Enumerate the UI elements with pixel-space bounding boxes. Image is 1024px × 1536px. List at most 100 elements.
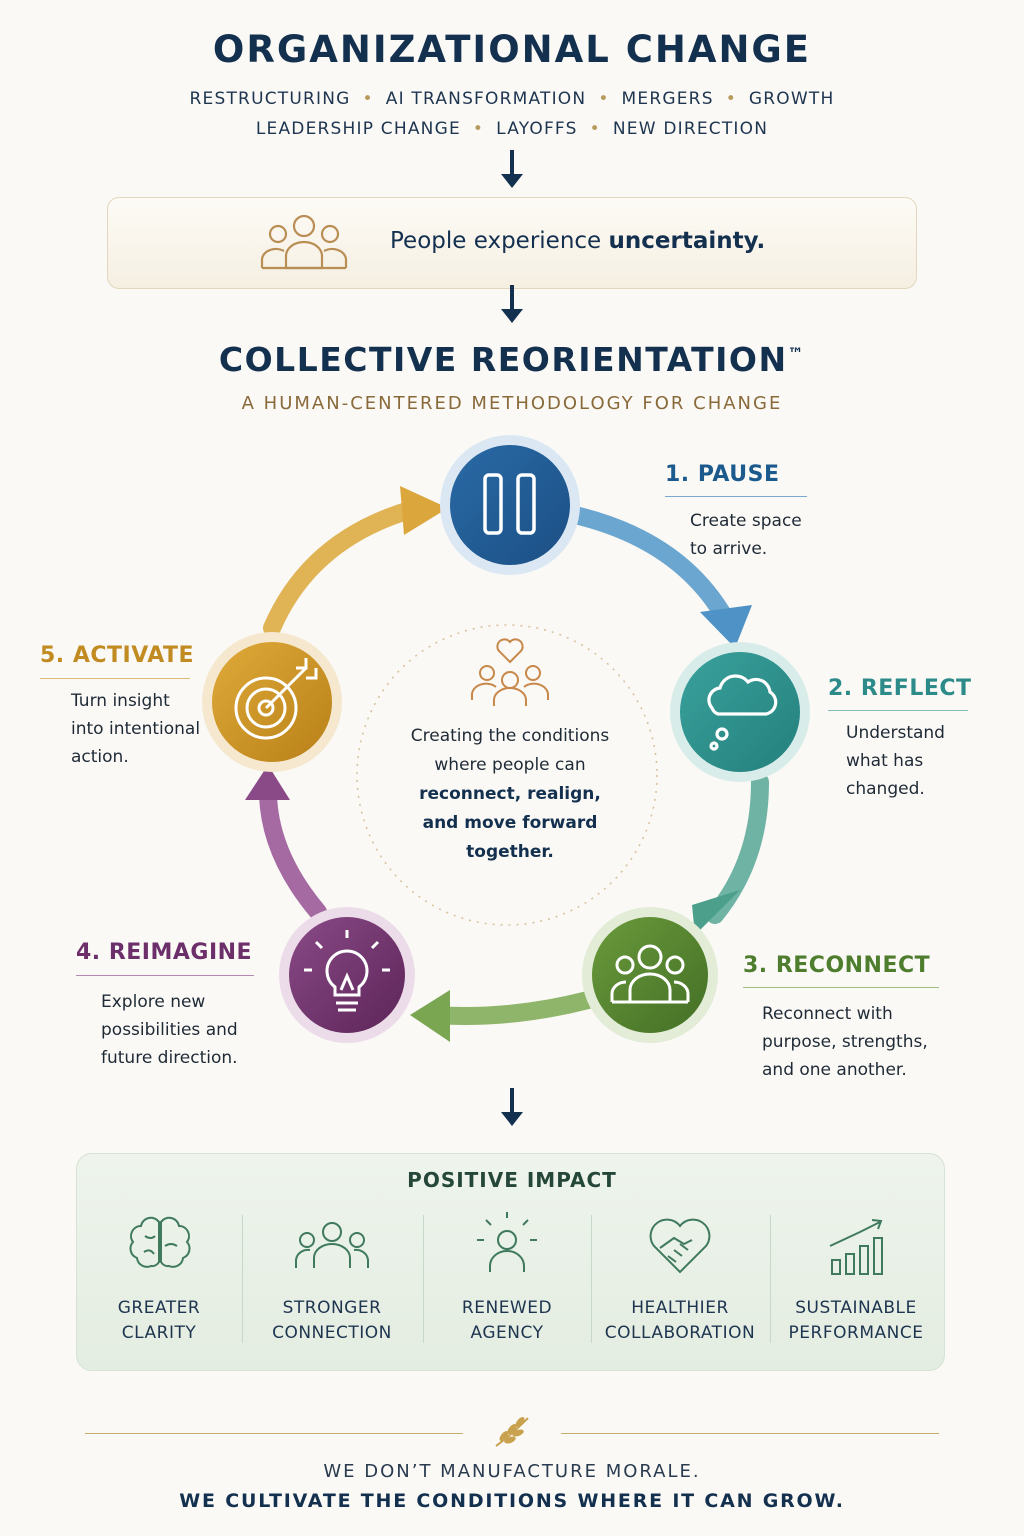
brain-icon xyxy=(129,1216,191,1268)
desc-line: Understand xyxy=(846,723,945,743)
desc-line: future direction. xyxy=(101,1048,238,1068)
divider xyxy=(743,987,939,988)
divider xyxy=(591,1215,592,1343)
impact-line: GREATER xyxy=(117,1298,201,1318)
divider xyxy=(40,678,190,679)
driver-label: RESTRUCTURING xyxy=(189,89,351,109)
pause-node xyxy=(450,445,570,565)
growth-chart-icon xyxy=(829,1219,883,1275)
step-reflect-title: 2. REFLECT xyxy=(828,676,972,701)
desc-line: to arrive. xyxy=(690,539,768,559)
desc-line: Turn insight xyxy=(71,691,170,711)
impact-line: STRONGER xyxy=(282,1298,382,1318)
uncertainty-statement: People experience uncertainty. xyxy=(390,228,765,254)
reflect-node xyxy=(680,652,800,772)
impact-line: PERFORMANCE xyxy=(788,1323,924,1343)
down-arrow-icon xyxy=(501,150,523,188)
step-reimagine-title: 4. REIMAGINE xyxy=(76,940,253,965)
step-reconnect-desc: Reconnect with purpose, strengths, and one… xyxy=(762,1000,928,1084)
desc-line: Create space xyxy=(690,511,802,531)
divider xyxy=(423,1215,424,1343)
group-icon xyxy=(295,1222,369,1268)
laurel-sprig-icon xyxy=(495,1417,529,1447)
impact-line: CLARITY xyxy=(121,1323,197,1343)
divider xyxy=(561,1433,939,1434)
driver-label: AI TRANSFORMATION xyxy=(385,89,587,109)
impact-line: CONNECTION xyxy=(272,1323,392,1343)
impact-performance: SUSTAINABLE PERFORMANCE xyxy=(771,1296,941,1346)
target-arrow-icon xyxy=(234,658,318,740)
arrowhead xyxy=(410,990,450,1042)
center-text-plain: Creating the conditions where people can xyxy=(410,726,610,775)
divider xyxy=(828,710,968,711)
step-reconnect-title: 3. RECONNECT xyxy=(743,953,931,978)
step-reimagine-desc: Explore new possibilities and future direc… xyxy=(101,988,238,1072)
lightbulb-icon xyxy=(304,930,390,1012)
arrow-reimagine-to-activate xyxy=(259,786,327,921)
impact-clarity: GREATER CLARITY xyxy=(74,1296,244,1346)
desc-line: what has xyxy=(846,751,924,771)
step-pause-title: 1. PAUSE xyxy=(665,462,780,487)
impact-line: RENEWED xyxy=(461,1298,553,1318)
down-arrow-icon xyxy=(501,1088,523,1126)
driver-label: GROWTH xyxy=(748,89,835,109)
impact-title: POSITIVE IMPACT xyxy=(407,1168,617,1192)
driver-label: LEADERSHIP CHANGE xyxy=(255,119,461,139)
trademark-symbol: ™ xyxy=(787,344,806,363)
people-group-icon xyxy=(260,214,348,270)
impact-panel xyxy=(76,1153,945,1371)
desc-line: possibilities and xyxy=(101,1020,238,1040)
arrow-activate-to-pause xyxy=(263,501,419,637)
arrowhead xyxy=(400,486,448,535)
impact-icons xyxy=(129,1212,883,1275)
desc-line: action. xyxy=(71,747,129,767)
uncertainty-prefix: People experience xyxy=(390,228,609,254)
impact-line: AGENCY xyxy=(470,1323,544,1343)
thought-bubble-icon xyxy=(707,674,778,751)
divider xyxy=(665,496,807,497)
desc-line: into intentional xyxy=(71,719,201,739)
change-drivers-line1: RESTRUCTURING•AI TRANSFORMATION•MERGERS•… xyxy=(189,89,835,109)
method-title-text: COLLECTIVE REORIENTATION xyxy=(218,340,788,379)
person-sun-icon xyxy=(477,1212,537,1272)
down-arrow-icon xyxy=(501,285,523,323)
arrowhead xyxy=(692,890,740,935)
uncertainty-emphasis: uncertainty. xyxy=(608,228,766,254)
change-drivers-line2: LEADERSHIP CHANGE•LAYOFFS•NEW DIRECTION xyxy=(255,119,769,139)
divider xyxy=(85,1433,463,1434)
driver-label: MERGERS xyxy=(621,89,714,109)
arrow-pause-to-reflect xyxy=(566,506,734,627)
driver-label: NEW DIRECTION xyxy=(612,119,769,139)
desc-line: and one another. xyxy=(762,1060,907,1080)
footer-line1: WE DON’T MANUFACTURE MORALE. xyxy=(323,1461,701,1482)
desc-line: Reconnect with xyxy=(762,1004,893,1024)
divider xyxy=(770,1215,771,1343)
center-text-bold: reconnect, realign, and move forward tog… xyxy=(419,784,601,862)
footer-line2: WE CULTIVATE THE CONDITIONS WHERE IT CAN… xyxy=(179,1490,845,1512)
method-subtitle: A HUMAN-CENTERED METHODOLOGY FOR CHANGE xyxy=(241,393,783,414)
cycle-center-text: Creating the conditions where people can… xyxy=(405,722,615,867)
impact-agency: RENEWED AGENCY xyxy=(422,1296,592,1346)
impact-connection: STRONGER CONNECTION xyxy=(247,1296,417,1346)
divider xyxy=(242,1215,243,1343)
step-activate-desc: Turn insight into intentional action. xyxy=(71,687,200,771)
arrowhead xyxy=(700,605,752,648)
pause-icon xyxy=(483,473,536,535)
center-circle xyxy=(356,624,658,926)
step-reflect-desc: Understand what has changed. xyxy=(846,719,945,803)
arrow-reconnect-to-reimagine xyxy=(426,991,597,1025)
desc-line: Explore new xyxy=(101,992,206,1012)
step-activate-title: 5. ACTIVATE xyxy=(40,643,195,668)
group-icon xyxy=(610,944,690,1004)
desc-line: purpose, strengths, xyxy=(762,1032,928,1052)
desc-line: changed. xyxy=(846,779,925,799)
driver-label: LAYOFFS xyxy=(496,119,578,139)
page-title: ORGANIZATIONAL CHANGE xyxy=(212,28,812,71)
heart-handshake-icon xyxy=(649,1218,711,1274)
method-title: COLLECTIVE REORIENTATION™ xyxy=(0,340,1024,379)
impact-line: HEALTHIER xyxy=(631,1298,729,1318)
divider xyxy=(76,975,254,976)
impact-line: SUSTAINABLE xyxy=(795,1298,917,1318)
cycle-diagram xyxy=(202,435,810,1043)
